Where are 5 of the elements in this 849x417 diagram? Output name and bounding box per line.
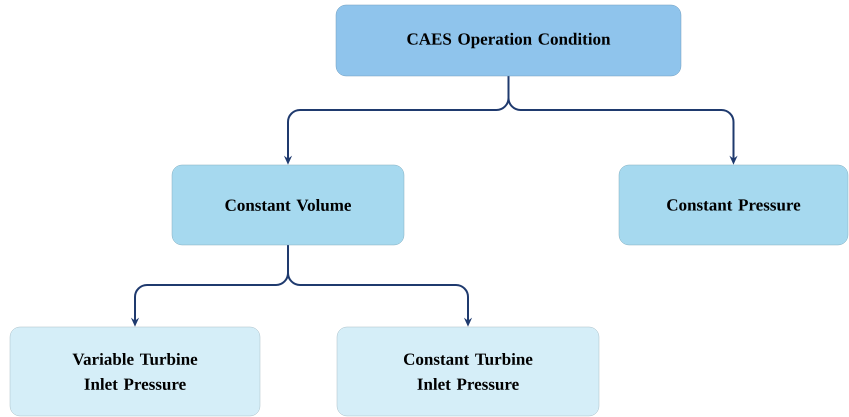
process-box: Variable Turbine Inlet Pressure [10, 326, 260, 416]
process-box: CAES Operation Condition [336, 4, 682, 76]
process-box: Constant Volume [172, 164, 404, 246]
process-box: Constant Pressure [618, 164, 848, 246]
process-box: Constant Turbine Inlet Pressure [336, 326, 600, 416]
